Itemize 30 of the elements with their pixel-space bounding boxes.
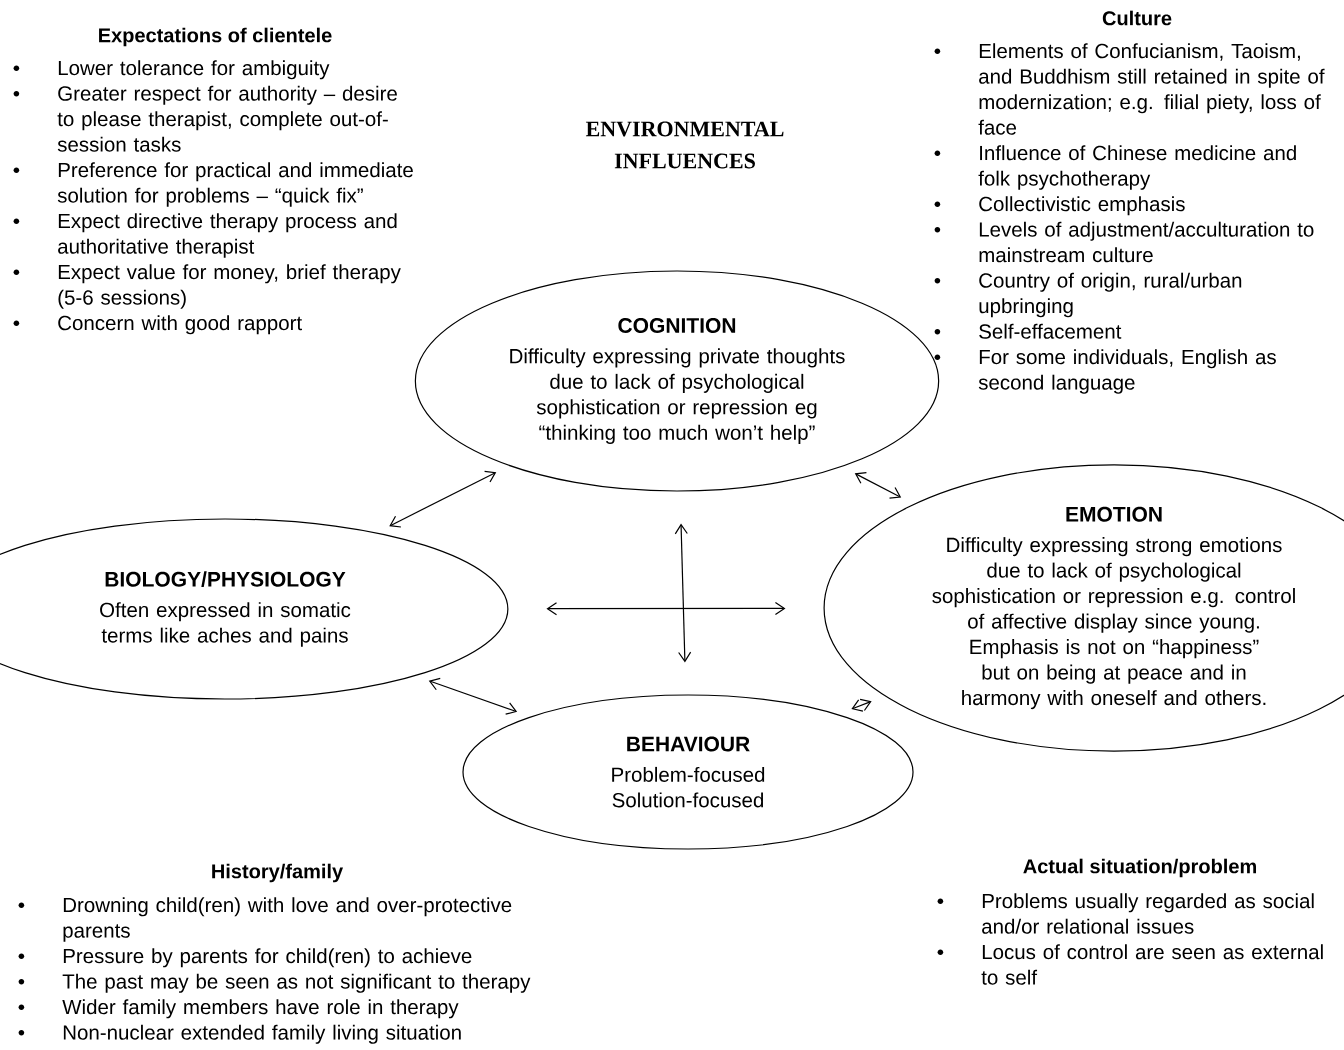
bullet-item: Influence of Chinese medicine and folk psychotherapy (934, 145, 1296, 190)
bullet-item: Expect value for money, brief therapy (5-6 sessions) (13, 264, 401, 309)
bullet-item: Elements of Confucianism, Taoism, and Buddhism still retained in spite of modernization; e.g. filial piety, loss of face (934, 43, 1325, 135)
bullet-item: Problems usually regarded as social and/or relational issues (937, 893, 1314, 934)
section-heading: Actual situation/problem (1023, 858, 1256, 878)
bullet-item: Concern with good rapport (13, 315, 302, 335)
bullet-item: Locus of control are seen as external to self (937, 944, 1323, 985)
bullet-item: Lower tolerance for ambiguity (13, 60, 330, 80)
bullet-item: Wider family members have role in therapy (18, 999, 459, 1019)
double-arrow (854, 472, 902, 499)
ellipse-node: COGNITION Difficulty expressing private thoughts due to lack of psychological sophistication or repression eg “thinking too much won’t help” (414, 270, 940, 492)
double-arrow (851, 698, 872, 712)
bullet-item: Levels of adjustment/acculturation to mainstream culture (934, 221, 1314, 263)
bullet-item: Pressure by parents for child(ren) to achieve (18, 948, 472, 968)
double-arrow (674, 523, 692, 663)
section-heading: Culture (1102, 10, 1172, 26)
section-heading: History/family (212, 863, 343, 883)
bullet-item: Expect directive therapy process and authoritative therapist (13, 213, 397, 258)
bullet-item: Preference for practical and immediate solution for problems – “quick fix” (13, 162, 413, 207)
heading: ENVIRONMENTAL INFLUENCES (585, 121, 784, 169)
bullet-item: The past may be seen as not significant to therapy (18, 973, 531, 993)
double-arrow (546, 601, 786, 616)
bullet-item: Non-nuclear extended family living situation (18, 1024, 461, 1044)
bullet-item: Greater respect for authority – desire to please therapist, complete out-of-session tasks (13, 85, 397, 152)
double-arrow (428, 677, 518, 715)
section-heading: Expectations of clientele (99, 27, 332, 47)
bullet-item: Drowning child(ren) with love and over-protective parents (18, 897, 512, 942)
bullet-item: Collectivistic emphasis (934, 196, 1185, 216)
double-arrow (389, 470, 497, 528)
ellipse-node: BEHAVIOUR Problem-focused Solution-focused (462, 694, 914, 850)
